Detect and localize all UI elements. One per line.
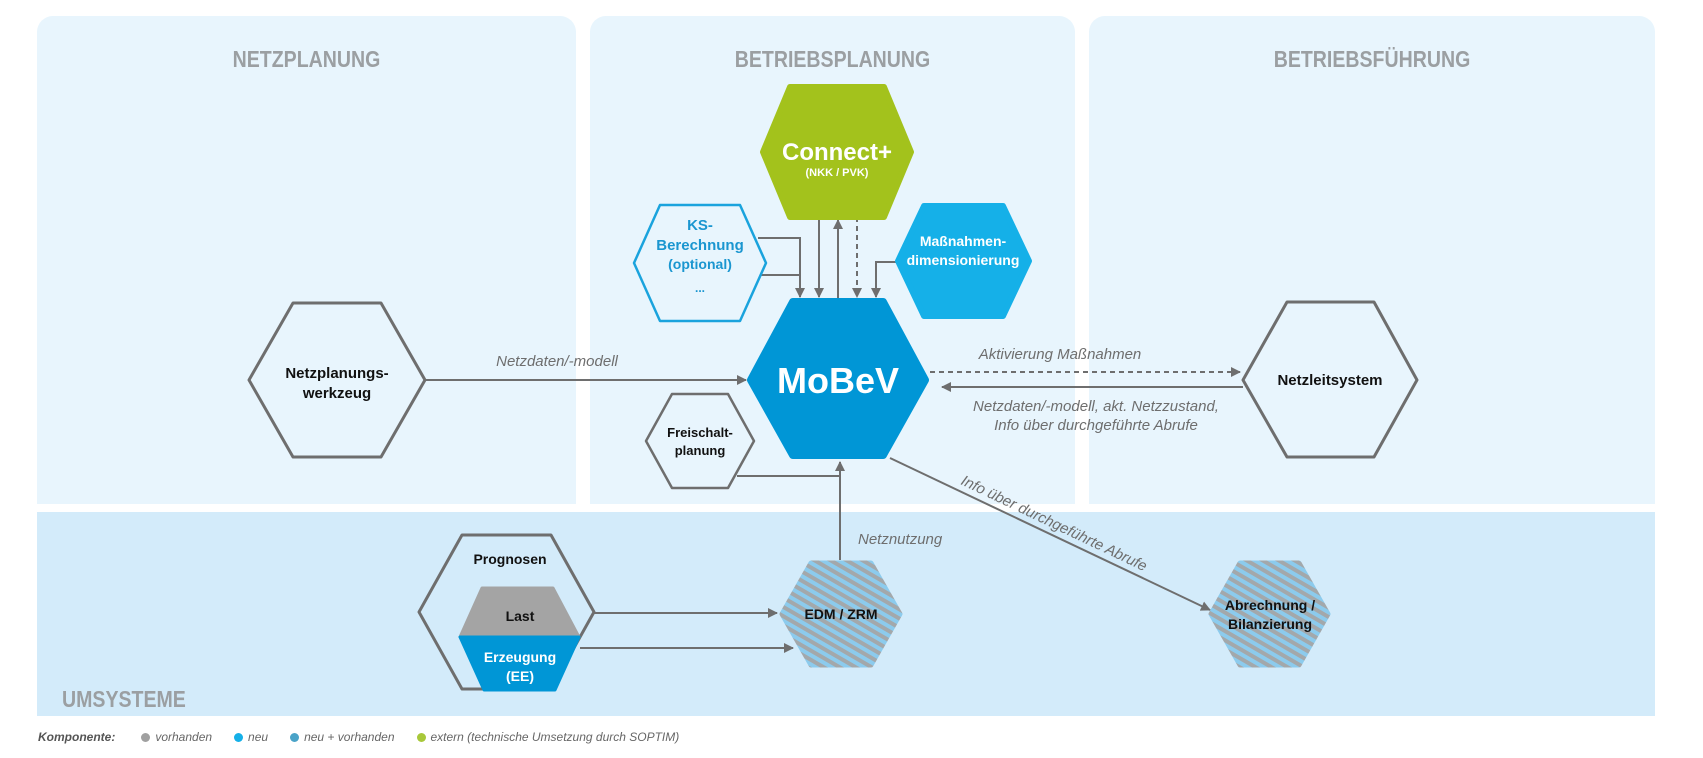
- netzleitsystem-label: Netzleitsystem: [1277, 372, 1382, 389]
- section-title-netzplanung: NETZPLANUNG: [232, 46, 381, 72]
- node-abrechnung-bilanzierung[interactable]: Abrechnung / Bilanzierung: [1208, 560, 1331, 668]
- prognosen-erzeugung-1: Erzeugung: [484, 649, 556, 665]
- legend-label: neu: [248, 730, 269, 744]
- legend-item-extern: extern (technische Umsetzung durch SOPTI…: [416, 730, 680, 744]
- ks-line-1: KS-: [687, 217, 713, 234]
- connect-subtitle: (NKK / PVK): [806, 167, 869, 179]
- prognosen-last: Last: [506, 608, 535, 624]
- section-title-betriebsplanung: BETRIEBSPLANUNG: [734, 46, 931, 72]
- legend: Komponente: vorhanden neu neu + vorhande…: [38, 730, 701, 744]
- edge-massnahmen-mobev: [871, 261, 900, 298]
- edge-label-info-abrufe: Info über durchgeführte Abrufe: [958, 472, 1149, 575]
- legend-dot-icon: [141, 732, 151, 742]
- ks-line-2: Berechnung: [656, 237, 744, 254]
- edge-label-aktivierung: Aktivierung Maßnahmen: [978, 346, 1142, 363]
- netzplanung-line-2: werkzeug: [302, 385, 371, 402]
- legend-item-neu: neu: [234, 730, 268, 744]
- netzplanung-line-1: Netzplanungs-: [285, 365, 388, 382]
- freischalt-line-1: Freischalt-: [667, 425, 733, 440]
- massnahmen-line-2: dimensionierung: [907, 252, 1020, 268]
- legend-label: vorhanden: [155, 730, 213, 744]
- section-title-umsysteme: UMSYSTEME: [62, 686, 186, 712]
- legend-label: neu + vorhanden: [304, 730, 395, 744]
- abrechnung-line-2: Bilanzierung: [1228, 616, 1312, 632]
- node-netzplanungswerkzeug[interactable]: Netzplanungs- werkzeug: [247, 301, 427, 459]
- node-ks-berechnung[interactable]: KS- Berechnung (optional) ...: [632, 203, 768, 323]
- edge-mobev-abrechnung: [889, 457, 1211, 611]
- ks-line-3: (optional): [668, 256, 732, 272]
- legend-title: Komponente:: [38, 730, 116, 744]
- node-netzleitsystem[interactable]: Netzleitsystem: [1241, 300, 1419, 459]
- mobev-title: MoBeV: [777, 360, 899, 401]
- legend-item-neu-vorhanden: neu + vorhanden: [290, 730, 395, 744]
- node-prognosen[interactable]: Prognosen Last Erzeugung (EE): [417, 533, 596, 692]
- connect-title: Connect+: [782, 139, 892, 166]
- edge-ks-mobev-1: [758, 237, 805, 298]
- massnahmen-line-1: Maßnahmen-: [920, 233, 1007, 249]
- prognosen-erzeugung-shape: [458, 635, 581, 692]
- node-edm-zrm[interactable]: EDM / ZRM: [779, 560, 903, 668]
- prognosen-title: Prognosen: [473, 551, 546, 567]
- legend-item-vorhanden: vorhanden: [141, 730, 212, 744]
- edge-label-netzleit-1: Netzdaten/-modell, akt. Netzzustand,: [973, 398, 1219, 415]
- legend-dot-icon: [416, 732, 426, 742]
- prognosen-erzeugung-2: (EE): [506, 668, 534, 684]
- node-freischaltplanung[interactable]: Freischalt- planung: [644, 392, 756, 490]
- freischalt-line-2: planung: [675, 443, 726, 458]
- edge-label-netznutzung: Netznutzung: [858, 531, 943, 548]
- legend-dot-icon: [290, 732, 300, 742]
- edge-label-netzdaten: Netzdaten/-modell: [496, 353, 618, 370]
- section-title-betriebsfuehrung: BETRIEBSFÜHRUNG: [1273, 46, 1471, 72]
- legend-label: extern (technische Umsetzung durch SOPTI…: [430, 730, 680, 744]
- abrechnung-line-1: Abrechnung /: [1225, 597, 1315, 613]
- edges: [425, 217, 1243, 653]
- node-connect-plus[interactable]: Connect+ (NKK / PVK): [760, 84, 914, 220]
- edge-label-netzleit-2: Info über durchgeführte Abrufe: [994, 417, 1198, 434]
- node-mobev[interactable]: MoBeV: [747, 298, 929, 459]
- edm-label: EDM / ZRM: [804, 606, 877, 622]
- node-massnahmendimensionierung[interactable]: Maßnahmen- dimensionierung: [895, 203, 1032, 319]
- legend-dot-icon: [234, 732, 244, 742]
- ks-line-4: ...: [695, 281, 705, 295]
